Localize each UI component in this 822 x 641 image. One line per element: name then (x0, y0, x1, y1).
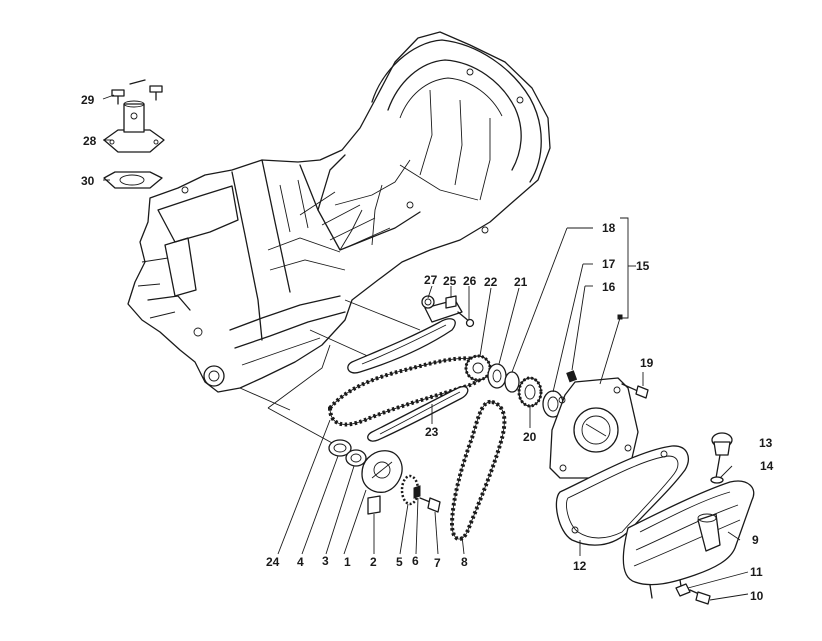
bolt-19 (621, 383, 649, 399)
pump-sprocket-20 (517, 376, 543, 408)
callout-17: 17 (602, 257, 616, 271)
callout-26: 26 (463, 274, 477, 288)
bolt-26 (457, 311, 475, 328)
callout-5: 5 (396, 555, 403, 569)
gasket-30 (103, 171, 163, 189)
washer-21 (487, 363, 507, 389)
callout-16: 16 (602, 280, 616, 294)
callout-labels: 1 2 3 4 5 6 7 8 9 10 11 12 13 14 15 16 1… (81, 93, 774, 603)
callout-30: 30 (81, 174, 95, 188)
callout-29: 29 (81, 93, 95, 107)
callout-11: 11 (750, 565, 763, 579)
callout-10: 10 (750, 589, 764, 603)
screw-7 (419, 497, 441, 513)
callout-1: 1 (344, 555, 351, 569)
callout-13: 13 (759, 436, 773, 450)
drive-sprocket (464, 354, 492, 382)
callout-24: 24 (266, 555, 280, 569)
callout-3: 3 (322, 554, 329, 568)
dipstick-cap (711, 432, 733, 479)
callout-27: 27 (424, 273, 438, 287)
callout-12: 12 (573, 559, 587, 573)
callout-4: 4 (297, 555, 304, 569)
tensioner-rail (367, 385, 469, 442)
bracket-28 (103, 100, 165, 153)
callout-20: 20 (523, 430, 537, 444)
pump-screw-2 (367, 495, 381, 515)
callout-7: 7 (434, 556, 441, 570)
drain-plug (675, 583, 711, 605)
callout-19: 19 (640, 356, 654, 370)
bush-25 (445, 295, 457, 309)
callout-18: 18 (602, 221, 616, 235)
callout-8: 8 (461, 555, 468, 569)
callout-6: 6 (412, 554, 419, 568)
o-ring-14 (710, 476, 724, 484)
seal-4 (328, 439, 352, 457)
gasket-12 (555, 445, 689, 546)
callout-28: 28 (83, 134, 97, 148)
callout-22: 22 (484, 275, 498, 289)
spacer-ring (504, 371, 520, 393)
leader-lines (102, 94, 749, 601)
screw-27 (421, 295, 435, 309)
callout-9: 9 (752, 533, 759, 547)
callout-25: 25 (443, 274, 457, 288)
washer-3 (345, 449, 367, 467)
callout-23: 23 (425, 425, 439, 439)
pump-cover-plate (549, 370, 639, 479)
crankcase (127, 31, 551, 393)
pump-chain (449, 399, 507, 541)
washer-6 (413, 485, 421, 499)
bolts-29 (111, 79, 163, 105)
callout-21: 21 (514, 275, 528, 289)
oil-sump (622, 480, 755, 599)
callout-14: 14 (760, 459, 774, 473)
callout-2: 2 (370, 555, 377, 569)
callout-15: 15 (636, 259, 650, 273)
oil-pump-body (361, 450, 403, 493)
